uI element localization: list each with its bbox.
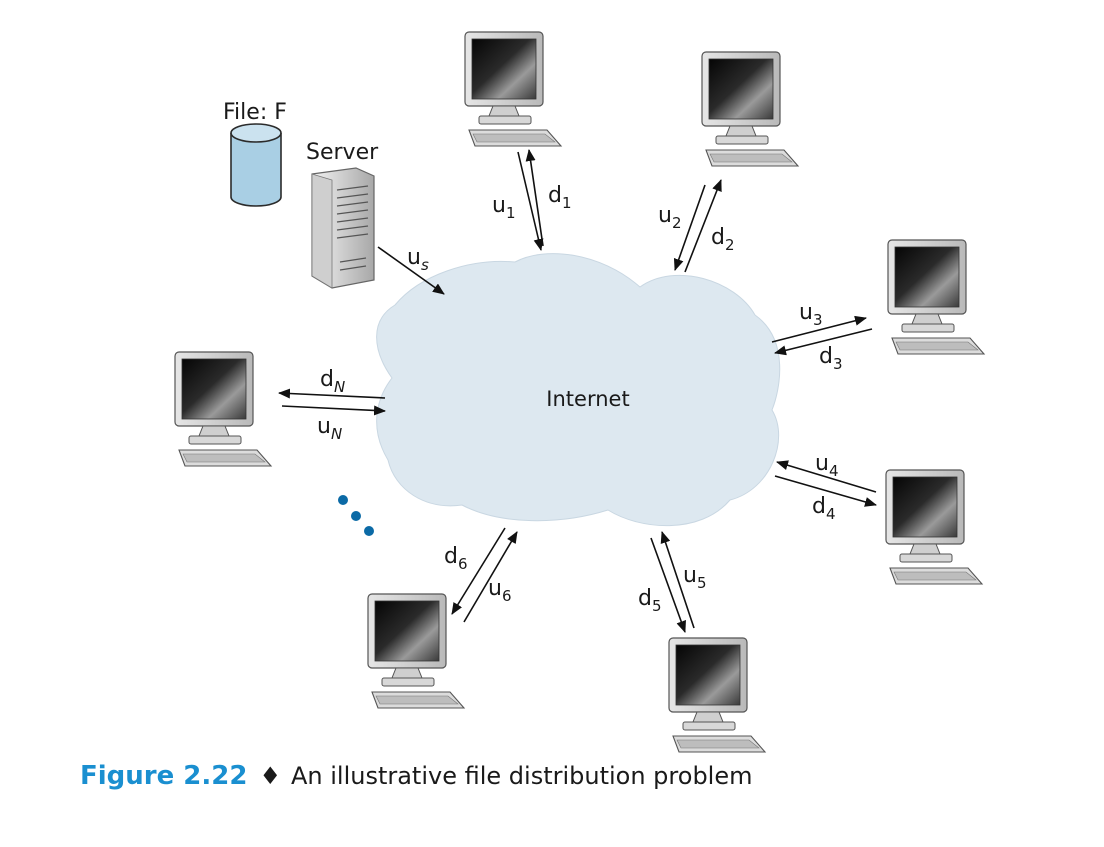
peer-3-download-label: d3 — [819, 344, 843, 373]
peer-2-download-label: d2 — [711, 225, 735, 254]
server-upload-arrow — [377, 246, 445, 295]
computer-1-icon — [464, 31, 562, 147]
internet-cloud — [376, 253, 781, 527]
peer-1-download-label: d1 — [548, 183, 572, 212]
peer-1-upload-arrow — [525, 149, 544, 247]
peer-2-download-arrow — [673, 184, 706, 271]
figure-number: Figure 2.22 — [80, 761, 247, 791]
peer-4-download-label: d4 — [812, 494, 836, 523]
peer-6-upload-arrow — [463, 531, 518, 623]
peer-3-upload-label: u3 — [799, 300, 823, 329]
peer-5-download-arrow — [650, 537, 686, 633]
figure-caption: Figure 2.22 ♦ An illustrative file distr… — [80, 761, 753, 791]
server-upload-label: us — [407, 245, 429, 274]
peer-3-download-arrow — [774, 328, 873, 356]
computer-2-icon — [701, 51, 799, 167]
peer-1-download-arrow — [517, 151, 544, 251]
peer-4-download-arrow — [774, 475, 877, 507]
file-label: File: F — [223, 100, 287, 125]
peer-6-upload-label: u6 — [488, 576, 512, 605]
peer-n-download-arrow — [278, 388, 386, 399]
server-icon — [311, 167, 375, 289]
peer-2-upload-label: u2 — [658, 203, 682, 232]
computer-5-icon — [668, 637, 766, 753]
caption-separator: ♦ — [259, 762, 281, 790]
peer-6-download-label: d6 — [444, 544, 468, 573]
database-icon — [230, 123, 282, 207]
more-peers-ellipsis — [338, 495, 374, 536]
peer-4-upload-label: u4 — [815, 451, 839, 480]
peer-5-upload-arrow — [660, 531, 695, 629]
peer-6-download-arrow — [451, 527, 506, 615]
peer-4-upload-arrow — [776, 460, 877, 493]
internet-label: Internet — [546, 387, 629, 411]
peer-n-upload-arrow — [281, 405, 386, 416]
peer-n-upload-label: uN — [317, 414, 342, 443]
server-label: Server — [306, 140, 379, 165]
computer-4-icon — [885, 469, 983, 585]
peer-5-download-label: d5 — [638, 586, 662, 615]
peer-5-upload-label: u5 — [683, 563, 707, 592]
peer-1-upload-label: u1 — [492, 193, 516, 222]
peer-n-download-label: dN — [320, 367, 345, 396]
caption-text: An illustrative file distribution proble… — [291, 762, 753, 790]
computer-6-icon — [367, 593, 465, 709]
peer-2-upload-arrow — [684, 179, 722, 273]
peer-3-upload-arrow — [771, 315, 867, 343]
computer-n-icon — [174, 351, 272, 467]
computer-3-icon — [887, 239, 985, 355]
